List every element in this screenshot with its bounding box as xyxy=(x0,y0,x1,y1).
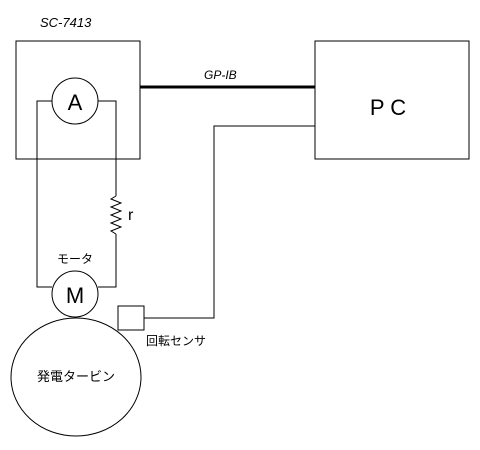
turbine-icon xyxy=(10,317,142,437)
ammeter-label: A xyxy=(68,90,83,115)
pc-label: P C xyxy=(370,95,406,120)
resistor-icon xyxy=(109,195,123,235)
resistor-label: r xyxy=(128,207,134,224)
turbine-label: 発電タービン xyxy=(37,369,115,384)
left-lead-wire xyxy=(36,100,52,288)
pc-box xyxy=(314,40,470,160)
sensor-signal-wire xyxy=(144,125,315,319)
instrument-label: SC-7413 xyxy=(40,15,92,30)
right-lead-upper xyxy=(98,100,117,196)
motor-label: M xyxy=(66,283,84,308)
instrument-box xyxy=(15,40,141,160)
motor-caption: モータ xyxy=(57,252,93,266)
sensor-label: 回転センサ xyxy=(146,334,206,348)
motor-icon xyxy=(51,270,99,318)
sensor-icon xyxy=(117,305,145,331)
gpib-label: GP-IB xyxy=(204,68,237,82)
right-lead-lower xyxy=(98,234,117,288)
